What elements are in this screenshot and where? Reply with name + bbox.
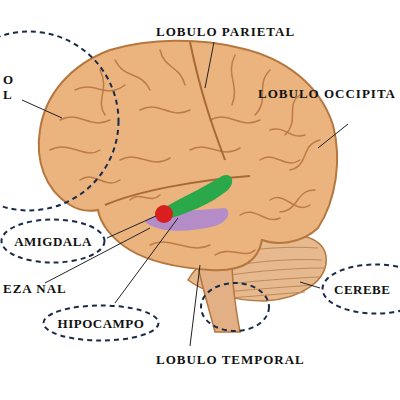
- dashed-ring: [201, 283, 269, 331]
- amygdala-callout: AMIGDALA: [0, 218, 106, 264]
- amygdala-dot: [155, 205, 173, 223]
- callout-text: CEREBE: [334, 282, 390, 297]
- lobe-label: LOBULO TEMPORAL: [156, 352, 305, 367]
- dashed-ellipse-outline: [0, 32, 119, 211]
- dashed-ellipse-outline: [2, 220, 105, 263]
- cerebellum-callout: CEREBE: [321, 263, 400, 315]
- callout-text: AMIGDALA: [14, 234, 92, 249]
- dashed-ellipse-outline: [44, 306, 159, 341]
- central-sulcus: [190, 42, 225, 160]
- dashed-ellipse: [0, 30, 120, 212]
- lobe-label: LOBULO OCCIPITA: [258, 86, 396, 101]
- lobe-callout: O L: [0, 30, 120, 212]
- dashed-ellipse-outline: [323, 265, 400, 314]
- region-label: EZA NAL: [3, 281, 67, 296]
- callout-text: O L: [3, 72, 14, 102]
- callout-text: HIPOCAMPO: [58, 316, 145, 331]
- cortex-gyri: [50, 50, 320, 255]
- hippocampus-callout: HIPOCAMPO: [42, 304, 160, 342]
- lobe-label: LOBULO PARIETAL: [156, 24, 295, 39]
